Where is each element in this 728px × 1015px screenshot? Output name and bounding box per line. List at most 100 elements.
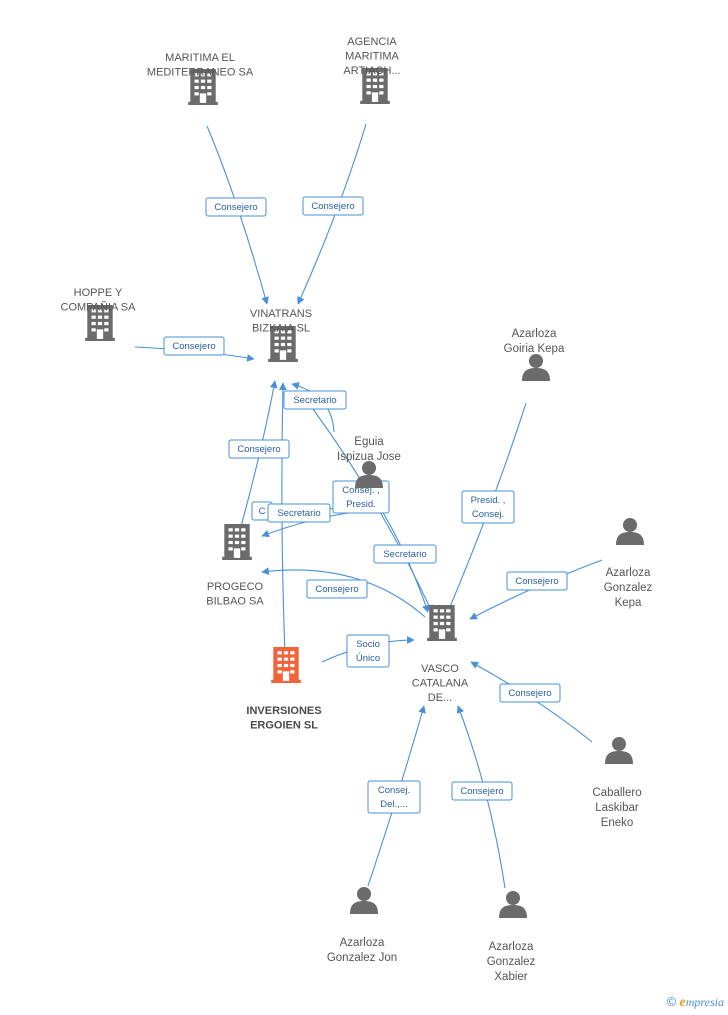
edge-label-eguia-vasco-sec[interactable]: Secretario xyxy=(373,544,437,564)
edge-label-text: Presid. , xyxy=(471,495,506,506)
edge-label-box xyxy=(267,503,331,523)
edge-label-text: Consejero xyxy=(237,444,280,455)
person-icon xyxy=(499,891,527,918)
edge-label-gxabier-vasco[interactable]: Consejero xyxy=(451,781,513,801)
node-label: MARITIMA EL xyxy=(165,52,235,64)
building-icon xyxy=(222,524,252,560)
edge-label-box xyxy=(499,683,561,703)
node-label: AGENCIA xyxy=(347,36,397,48)
node-label: Ispizua Jose xyxy=(337,451,401,463)
edge-label-gjon-vasco[interactable]: Consej. Del.,... xyxy=(367,780,421,814)
edge-label-maritima-vinatrans[interactable]: Consejero xyxy=(205,197,267,217)
edge-label-box xyxy=(163,336,225,356)
edge-label-text: Consej. xyxy=(378,785,410,796)
edge-label-eguia-progeco-c[interactable]: C xyxy=(251,501,273,521)
node-label: INVERSIONES xyxy=(246,705,321,717)
edge-vasco-progeco xyxy=(261,567,426,618)
edge-label-text: Consej. , xyxy=(342,485,380,496)
edge-label-text: Secretario xyxy=(277,508,320,519)
edge-label-box xyxy=(367,780,421,814)
edge-label-text: Consejero xyxy=(315,584,358,595)
person-icon xyxy=(350,887,378,914)
node-label: Kepa xyxy=(615,597,642,609)
node-label: Caballero xyxy=(592,787,641,799)
node-label: DE... xyxy=(428,692,452,704)
edge-label-agencia-vinatrans[interactable]: Consejero xyxy=(302,196,364,216)
node-label: Laskibar xyxy=(595,802,639,814)
person-icon xyxy=(616,518,644,545)
person-icon xyxy=(355,461,383,488)
person-icon xyxy=(605,737,633,764)
building-icon xyxy=(271,647,301,683)
node-label: Gonzalez Jon xyxy=(327,952,397,964)
brand-footer[interactable]: © empresia xyxy=(667,994,724,1011)
node-label: PROGECO xyxy=(207,581,264,593)
node-label: MEDITERRANEO SA xyxy=(147,67,254,79)
edge-label-text: Del.,... xyxy=(380,799,407,810)
node-inversiones[interactable]: INVERSIONES ERGOIEN SL xyxy=(246,647,322,732)
edge-label-box xyxy=(451,781,513,801)
node-label: CATALANA xyxy=(412,678,469,690)
edge-label-text: Secretario xyxy=(383,549,426,560)
edge-label-goiria-vasco[interactable]: Presid. , Consej. xyxy=(461,490,515,524)
node-progeco[interactable]: PROGECO BILBAO SA xyxy=(206,524,264,608)
node-label: Azarloza xyxy=(340,937,385,949)
edge-label-box xyxy=(506,571,568,591)
edge-label-eguia-vinatrans-sec[interactable]: Secretario xyxy=(283,390,347,410)
node-label: ERGOIEN SL xyxy=(250,720,318,732)
edge-label-text: Consejero xyxy=(311,201,354,212)
edge-label-box xyxy=(228,439,290,459)
edge-label-text: Socio xyxy=(356,639,380,650)
edge-label-box xyxy=(302,196,364,216)
edge-label-text: Secretario xyxy=(293,395,336,406)
node-agencia[interactable]: AGENCIAMARITIMAARTIACH... xyxy=(343,36,401,104)
node-label: VINATRANS xyxy=(250,308,312,320)
node-label: Gonzalez xyxy=(487,956,536,968)
edge-label-text: Consejero xyxy=(172,341,215,352)
node-label: BIZKAIA SL xyxy=(252,323,310,335)
nodes: MARITIMA EL MEDITERRANEO SA AGENCIA MARITI… xyxy=(61,36,653,983)
edge-label-box xyxy=(373,544,437,564)
brand-logo-e: e xyxy=(679,995,686,1010)
node-label: VASCO xyxy=(421,663,459,675)
node-label: Gonzalez xyxy=(604,582,653,594)
edge-label-text: Único xyxy=(356,653,380,664)
node-label: Xabier xyxy=(494,971,527,983)
edge-label-caballero-vasco[interactable]: Consejero xyxy=(499,683,561,703)
edge-label-vasco-progeco[interactable]: Consejero xyxy=(306,579,368,599)
edge-label-gkepa-vasco[interactable]: Consejero xyxy=(506,571,568,591)
edge-label-text: Consejero xyxy=(508,688,551,699)
edge-label-box xyxy=(283,390,347,410)
node-label: Azarloza xyxy=(512,328,557,340)
building-icon xyxy=(427,605,457,641)
edge-label-text: Presid. xyxy=(346,499,376,510)
node-vinatrans[interactable]: VINATRANS BIZKAIA SL xyxy=(250,308,312,362)
node-label: HOPPE Y xyxy=(74,287,123,299)
edge-label-box xyxy=(461,490,515,524)
edge-label-box xyxy=(306,579,368,599)
node-label: BILBAO SA xyxy=(206,596,264,608)
edge-label-text: Consej. xyxy=(472,509,504,520)
edge-label-hoppe-vinatrans[interactable]: Consejero xyxy=(163,336,225,356)
node-label: MARITIMA xyxy=(345,51,399,63)
node-label: Eneko xyxy=(601,817,634,829)
edge-label-box xyxy=(346,634,390,668)
edge-label-text: Consejero xyxy=(460,786,503,797)
edge-label-text: Consejero xyxy=(515,576,558,587)
edge-label-box xyxy=(205,197,267,217)
edge-label-progeco-vinatrans[interactable]: Consejero xyxy=(228,439,290,459)
node-maritima[interactable]: MARITIMA EL MEDITERRANEO SA xyxy=(147,52,254,105)
edge-label-eguia-progeco-sec[interactable]: Secretario xyxy=(267,503,331,523)
node-vasco[interactable]: VASCO CATALANA DE... xyxy=(412,605,469,704)
node-label: Azarloza xyxy=(489,941,534,953)
node-label: Goiria Kepa xyxy=(504,343,565,355)
